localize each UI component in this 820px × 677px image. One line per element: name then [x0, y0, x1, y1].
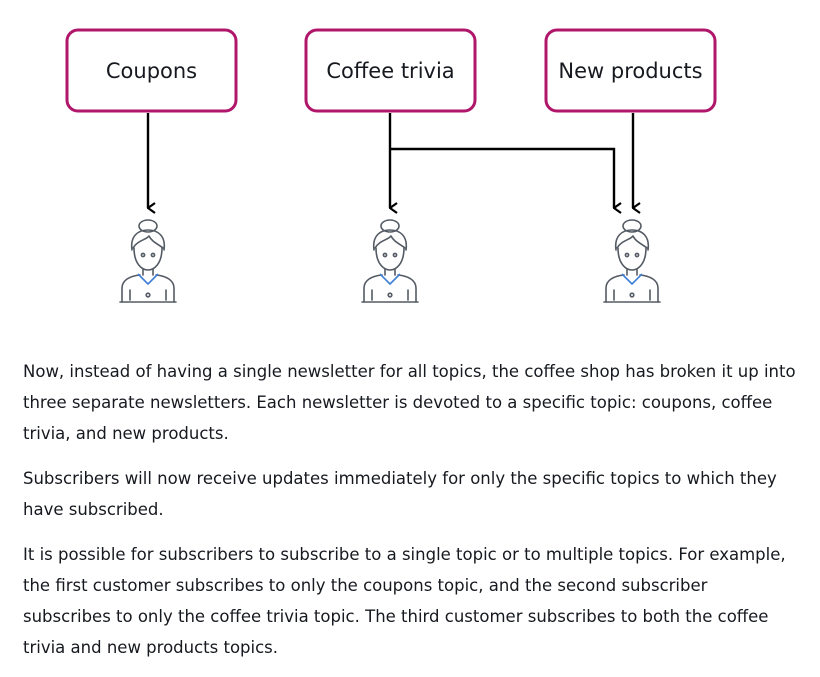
paragraph: Subscribers will now receive updates imm… — [23, 469, 777, 519]
person-icon — [603, 219, 661, 303]
topic-label-new-products: New products — [558, 59, 702, 83]
topic-box-coupons: Coupons — [65, 28, 238, 113]
person-icon — [119, 219, 177, 303]
topic-label-coffee-trivia: Coffee trivia — [326, 59, 454, 83]
topic-box-new-products: New products — [544, 28, 717, 113]
topic-box-coffee-trivia: Coffee trivia — [304, 28, 477, 113]
paragraph: It is possible for subscribers to subscr… — [23, 545, 786, 657]
paragraph: Now, instead of having a single newslett… — [23, 362, 796, 443]
arrow-coffee-trivia-to-customer-3 — [390, 147, 614, 208]
pubsub-diagram: Coupons Coffee trivia New products — [65, 28, 717, 303]
person-icon — [361, 219, 419, 303]
topic-label-coupons: Coupons — [106, 59, 197, 83]
description: Now, instead of having a single newslett… — [23, 356, 798, 677]
